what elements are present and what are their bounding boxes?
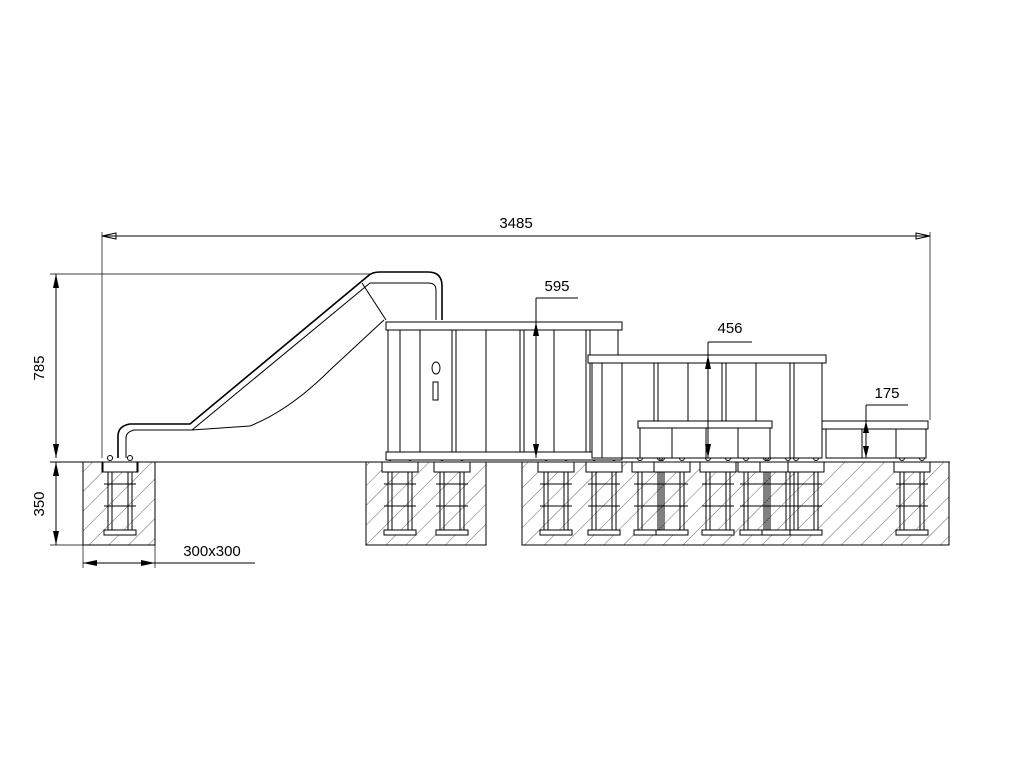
slide-base-plate	[102, 461, 138, 473]
overall-height-label: 785	[31, 355, 48, 380]
upper-tower-body	[387, 329, 619, 459]
dimensions: 3485 785 350 300x300 595 456	[31, 215, 931, 568]
post-footing	[433, 455, 471, 536]
upper-height-label: 595	[544, 278, 569, 295]
low-deck	[821, 420, 929, 430]
low-platform	[821, 420, 929, 459]
post-footing	[699, 455, 737, 536]
upper-tower	[385, 321, 623, 461]
posts	[101, 455, 931, 536]
middle-height-label: 456	[717, 320, 742, 337]
step-platform	[637, 420, 773, 459]
post-footing	[893, 455, 931, 536]
foundation-depth-label: 350	[31, 491, 48, 516]
low-height-label: 175	[874, 385, 899, 402]
total-length-label: 3485	[499, 215, 532, 232]
slide	[102, 271, 443, 473]
post-footing	[585, 455, 623, 536]
foundation-size-label: 300x300	[183, 543, 241, 560]
upper-deck	[385, 321, 623, 331]
step-deck	[637, 420, 773, 429]
foundation-main	[521, 461, 950, 546]
post-footing	[653, 455, 691, 536]
